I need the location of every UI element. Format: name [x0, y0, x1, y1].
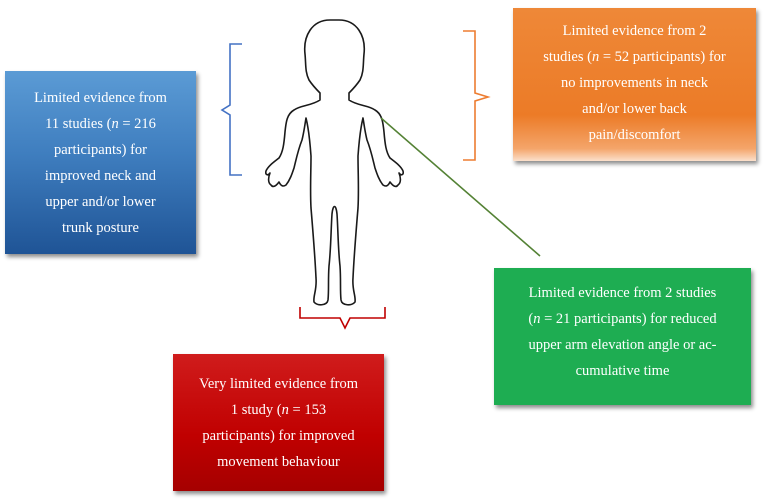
text-fragment: = 52 participants) for — [599, 49, 726, 65]
box-text-line: Limited evidence from — [34, 89, 167, 106]
text-fragment: ( — [528, 311, 534, 327]
box-text-line: studies (n = 52 participants) for — [543, 44, 726, 70]
n-symbol: n — [591, 49, 600, 65]
box-text-line: 11 studies (n = 216 — [34, 111, 167, 137]
box-text-line: upper and/or lower — [45, 193, 156, 210]
box-text-line: trunk posture — [62, 219, 139, 236]
box-text-line: movement behaviour — [217, 453, 340, 470]
box-text-line: upper arm elevation angle or ac- — [528, 337, 717, 353]
n-symbol: n — [533, 311, 541, 327]
text-fragment: studies ( — [543, 49, 592, 65]
box-text-line: and/or lower back — [582, 101, 687, 117]
box-text-line: 1 study (n = 153 — [199, 397, 358, 423]
n-value: = 216 — [118, 115, 156, 132]
text-fragment: = 21 participants) for reduced — [540, 311, 717, 327]
box-text-line: (n = 21 participants) for reduced — [528, 306, 716, 332]
n-symbol: n — [281, 401, 289, 418]
text-fragment: = 153 — [288, 401, 327, 418]
finding-box-posture: Limited evidence from 11 studies (n = 21… — [5, 71, 196, 254]
text-fragment: 1 study ( — [230, 401, 282, 418]
text-fragment: 11 studies ( — [45, 115, 112, 132]
box-text-line: Limited evidence from 2 studies — [528, 285, 717, 301]
orange-bracket — [463, 30, 491, 161]
finding-box-movement: Very limited evidence from 1 study (n = … — [173, 354, 384, 491]
blue-bracket — [220, 43, 242, 176]
box-text-line: cumulative time — [575, 363, 670, 379]
red-bracket — [299, 307, 386, 330]
finding-box-arm-elevation: Limited evidence from 2 studies (n = 21 … — [494, 268, 751, 405]
box-text-line: improved neck and — [44, 167, 157, 184]
box-text-line: no improvements in neck — [561, 75, 708, 91]
box-text-line: Limited evidence from 2 — [562, 23, 707, 39]
box-text-line: participants) for improved — [202, 427, 355, 444]
n-symbol: n — [111, 115, 119, 132]
human-figure-outline — [265, 19, 404, 306]
green-connector-line — [380, 117, 541, 257]
finding-box-pain: Limited evidence from 2 studies (n = 52 … — [513, 8, 756, 161]
box-text-line: pain/discomfort — [588, 127, 681, 143]
box-text-line: participants) for — [53, 141, 147, 158]
box-text-line: Very limited evidence from — [198, 375, 359, 392]
